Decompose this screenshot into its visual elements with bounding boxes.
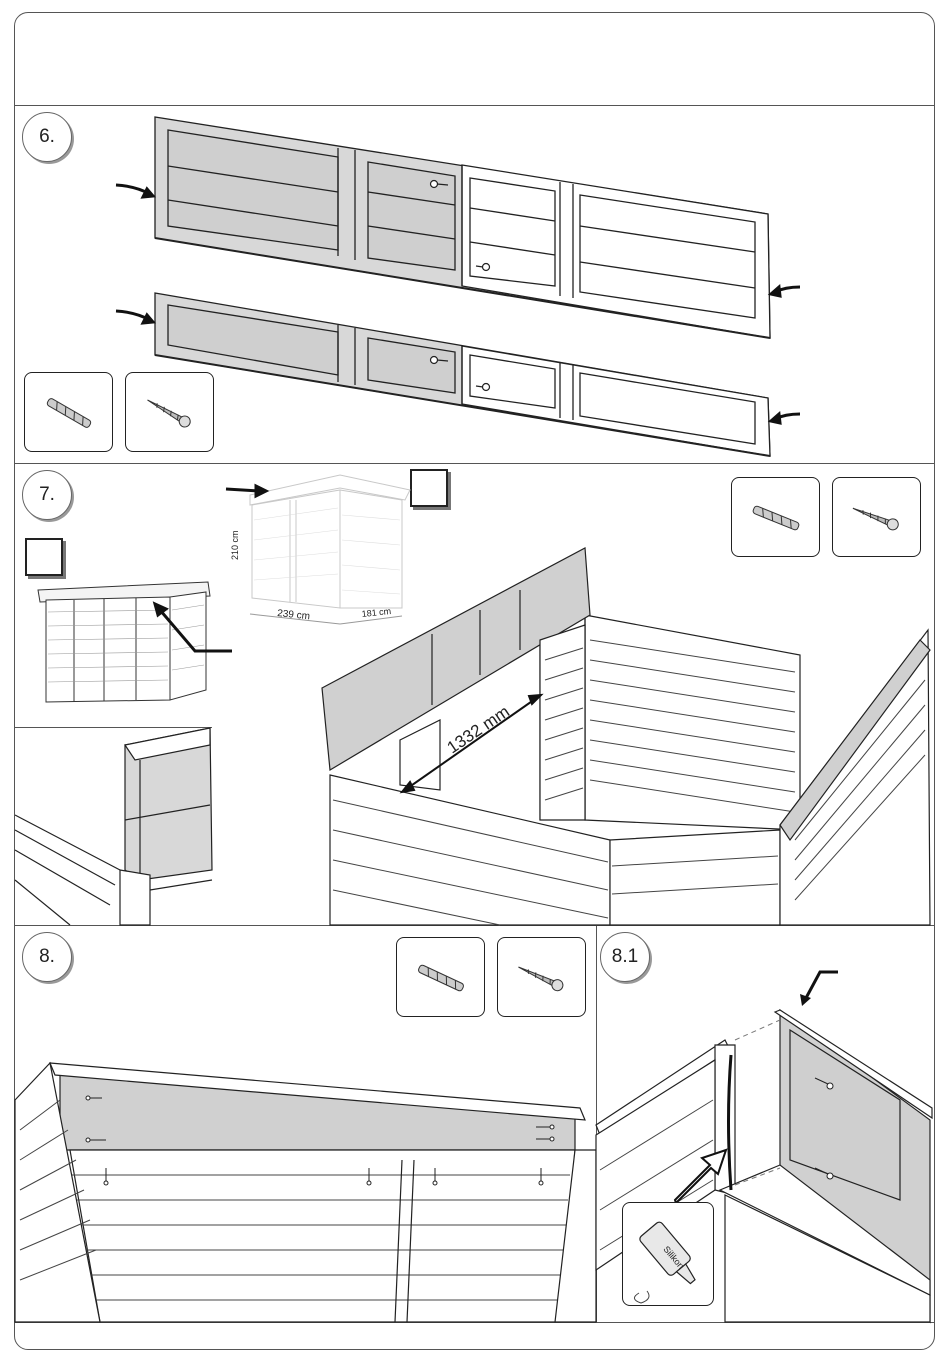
step-8-1-illustration — [0, 0, 950, 1330]
silicone-tube-box: Silikon — [622, 1202, 714, 1306]
silicone-tube-icon: Silikon — [623, 1203, 715, 1307]
